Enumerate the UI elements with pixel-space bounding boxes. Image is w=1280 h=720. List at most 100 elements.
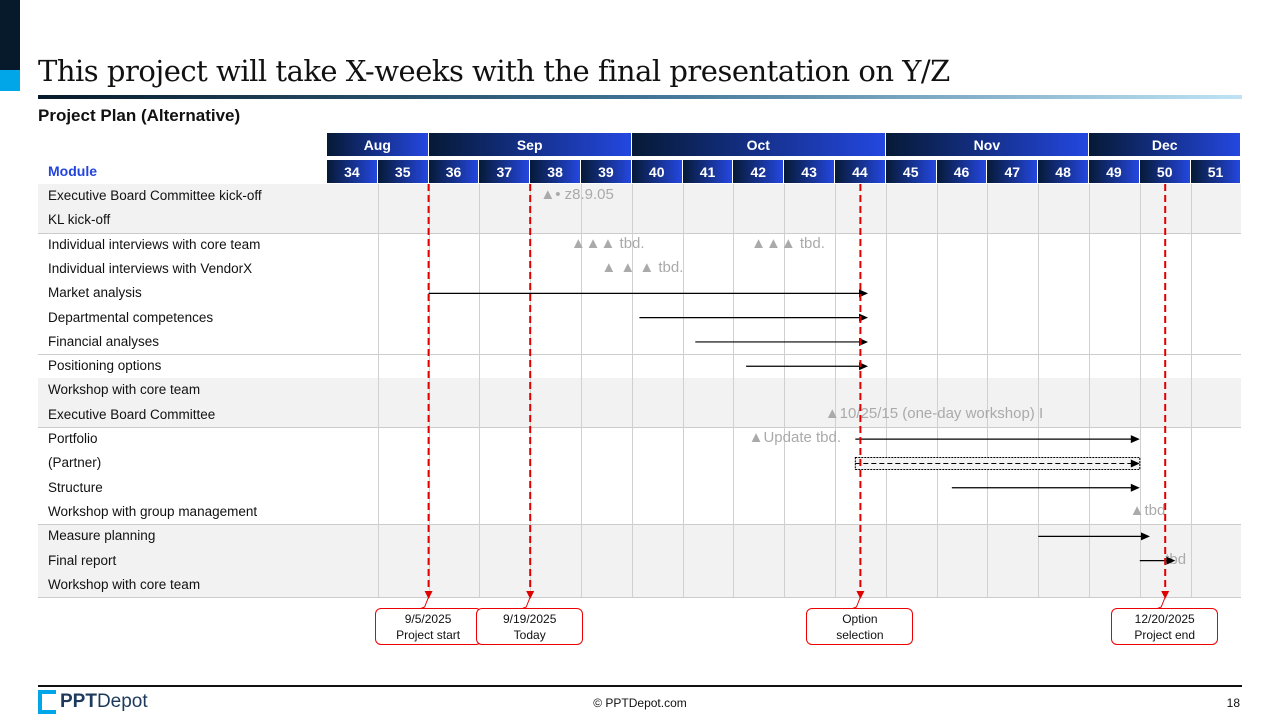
row-divider — [38, 232, 1241, 234]
month-header-oct: Oct — [631, 133, 886, 156]
row-label: Workshop with core team — [48, 576, 201, 592]
row-divider — [38, 524, 1241, 526]
week-gridline — [479, 184, 481, 598]
row-label: Workshop with group management — [48, 503, 258, 519]
callout-label: Today — [513, 628, 546, 642]
milestone-label: ▲10/25/15 (one-day workshop) I — [824, 404, 1044, 422]
month-header-dec: Dec — [1089, 133, 1242, 156]
date-marker-callout: Option selection — [806, 608, 914, 645]
month-header-nov: Nov — [885, 133, 1089, 156]
week-header: 39 — [581, 160, 632, 183]
milestone-label: ▲ ▲ ▲ tbd. — [601, 258, 684, 276]
page-number: 18 — [1226, 696, 1240, 710]
row-divider — [38, 597, 1241, 599]
row-label: Final report — [48, 552, 117, 568]
week-gridline — [784, 184, 786, 598]
week-gridline — [1089, 184, 1090, 598]
callout-date: 9/5/2025 — [404, 612, 452, 626]
month-header-aug: Aug — [327, 133, 429, 156]
week-gridline — [936, 184, 938, 598]
milestone-label: ▲• z8.9.05 — [540, 186, 614, 203]
row-label: Executive Board Committee — [48, 406, 216, 422]
row-label: KL kick-off — [48, 212, 111, 228]
arrow-head-icon — [859, 337, 869, 346]
dashed-bar — [854, 456, 1141, 470]
week-gridline — [835, 184, 836, 598]
callout-date: 12/20/2025 — [1134, 612, 1195, 626]
week-header: 41 — [682, 160, 734, 183]
row-label: Structure — [48, 479, 103, 495]
week-gridline — [377, 184, 379, 598]
week-header: 43 — [784, 160, 835, 183]
milestone-label: ▲tbd — [1129, 501, 1166, 519]
week-header: 40 — [631, 160, 683, 183]
week-gridline — [682, 184, 684, 598]
week-header: 45 — [885, 160, 937, 183]
milestone-label: ▲▲▲ tbd. — [570, 234, 645, 252]
row-label: Individual interviews with core team — [48, 236, 261, 252]
row-label: (Partner) — [48, 455, 102, 471]
week-header: 44 — [835, 160, 886, 183]
slide-title: This project will take X-weeks with the … — [38, 54, 950, 88]
week-gridline — [1038, 184, 1040, 598]
logo: PPTDepot — [38, 690, 148, 714]
footer-divider — [38, 685, 1242, 687]
week-header: 47 — [987, 160, 1039, 183]
row-label: Portfolio — [48, 431, 98, 446]
row-label: Individual interviews with VendorX — [48, 260, 253, 276]
week-header: 37 — [479, 160, 531, 183]
row-label: Executive Board Committee kick-off — [48, 188, 262, 203]
callout-label: Project end — [1134, 628, 1196, 642]
milestone-label: tbd — [1165, 550, 1187, 568]
row-label: Financial analyses — [48, 333, 160, 349]
row-label: Positioning options — [48, 358, 162, 374]
week-header: 36 — [428, 160, 480, 183]
callout-date: Option — [842, 612, 878, 626]
callout-label: selection — [836, 628, 884, 642]
milestone-label: ▲▲▲ tbd. — [751, 234, 825, 252]
week-header: 35 — [377, 160, 429, 183]
row-divider — [38, 427, 1241, 428]
arrow-head-icon — [1130, 435, 1140, 444]
logo-text-light: Depot — [96, 691, 148, 712]
row-group-band — [38, 378, 1241, 427]
week-gridline — [581, 184, 582, 598]
week-gridline — [428, 184, 430, 598]
week-header: 51 — [1190, 160, 1242, 183]
week-gridline — [530, 184, 532, 598]
week-gridline — [733, 184, 735, 598]
row-label: Departmental competences — [48, 309, 214, 325]
month-header-sep: Sep — [428, 133, 632, 156]
brand-bar-light — [0, 70, 20, 91]
callout-label: Project start — [396, 628, 461, 642]
arrow-head-icon — [859, 289, 869, 298]
row-group-band — [38, 184, 1241, 233]
row-label: Workshop with core team — [48, 382, 201, 398]
row-label: Measure planning — [48, 528, 156, 544]
week-header: 34 — [327, 160, 378, 183]
callout-date: 9/19/2025 — [502, 612, 557, 626]
week-header: 46 — [936, 160, 988, 183]
logo-icon — [38, 690, 56, 714]
milestone-label: ▲Update tbd. — [748, 429, 842, 446]
arrow-head-icon — [859, 362, 869, 371]
week-header: 48 — [1038, 160, 1089, 183]
logo-text-bold: PPT — [60, 691, 97, 712]
module-header: Module — [48, 163, 97, 179]
row-group-band — [38, 524, 1241, 598]
slide-subtitle: Project Plan (Alternative) — [38, 106, 241, 125]
week-header: 38 — [530, 160, 581, 183]
week-gridline — [1190, 184, 1192, 598]
week-header: 42 — [733, 160, 785, 183]
row-label: Market analysis — [48, 285, 142, 301]
week-gridline — [1139, 184, 1141, 598]
arrow-head-icon — [859, 313, 869, 322]
title-underline — [38, 95, 1242, 99]
week-header: 49 — [1089, 160, 1140, 183]
arrow-head-icon — [1130, 483, 1140, 492]
week-header: 50 — [1139, 160, 1191, 183]
row-divider — [38, 354, 1241, 356]
